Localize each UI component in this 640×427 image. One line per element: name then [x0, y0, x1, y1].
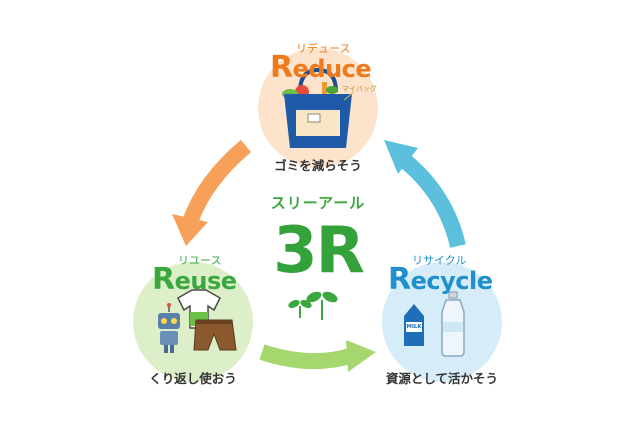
- reduce-title-rest: educe: [292, 55, 372, 83]
- milk-carton-icon: [404, 304, 424, 346]
- reuse-title: Reuse: [152, 262, 237, 297]
- bag-tag-label: マイバッグ: [342, 85, 377, 93]
- milk-carton-label: MILK: [406, 324, 422, 330]
- reduce-caption: ゴミを減らそう: [274, 158, 362, 173]
- center-kana: スリーアール: [270, 194, 366, 212]
- sprout-icon: [288, 291, 338, 320]
- arrow-reduce-to-reuse: [172, 139, 252, 246]
- shorts-icon: [193, 319, 237, 351]
- reduce-title-cap: R: [270, 50, 293, 85]
- plastic-bottle-icon: [441, 291, 465, 357]
- reuse-kana: リユース: [178, 254, 222, 267]
- robot-toy-icon: [158, 303, 180, 353]
- recycle-title-cap: R: [388, 262, 411, 297]
- reuse-caption: くり返し使おう: [149, 371, 237, 386]
- reuse-title-rest: euse: [174, 267, 237, 295]
- reduce-title: Reduce: [270, 50, 372, 85]
- reduce-kana: リデュース: [296, 42, 351, 55]
- recycle-title: Recycle: [388, 262, 493, 297]
- recycle-caption: 資源として活かそう: [385, 371, 499, 386]
- reuse-title-cap: R: [152, 262, 175, 297]
- recycle-kana: リサイクル: [412, 254, 467, 267]
- recycle-title-rest: ecycle: [410, 267, 493, 295]
- arrow-reuse-to-recycle: [259, 340, 376, 372]
- center-3r-title: 3R: [273, 214, 365, 288]
- tote-bag-icon: [282, 67, 355, 148]
- arrow-recycle-to-reduce: [384, 140, 466, 248]
